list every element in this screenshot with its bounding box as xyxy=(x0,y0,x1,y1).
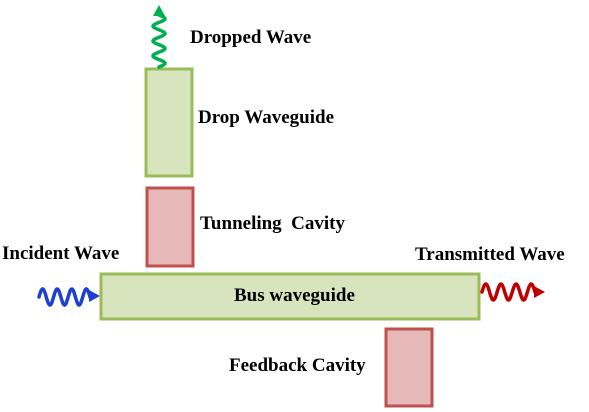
dropped-wave-label: Dropped Wave xyxy=(190,27,312,48)
incident-wave-arrow-icon xyxy=(37,287,100,307)
feedback-cavity xyxy=(384,327,434,408)
dropped-wave-arrow-icon xyxy=(151,5,167,69)
tunneling-cavity xyxy=(145,186,195,268)
drop-waveguide-label: Drop Waveguide xyxy=(198,107,335,128)
feedback-cavity-label: Feedback Cavity xyxy=(229,355,366,376)
bus-waveguide-label: Bus waveguide xyxy=(234,285,355,306)
transmitted-wave-label: Transmitted Wave xyxy=(415,244,565,265)
bus-waveguide xyxy=(99,272,481,321)
incident-wave-label: Incident Wave xyxy=(2,243,120,264)
transmitted-wave-arrow-icon xyxy=(480,282,545,302)
drop-waveguide xyxy=(144,67,194,178)
tunneling-cavity-label: Tunneling Cavity xyxy=(200,213,346,234)
